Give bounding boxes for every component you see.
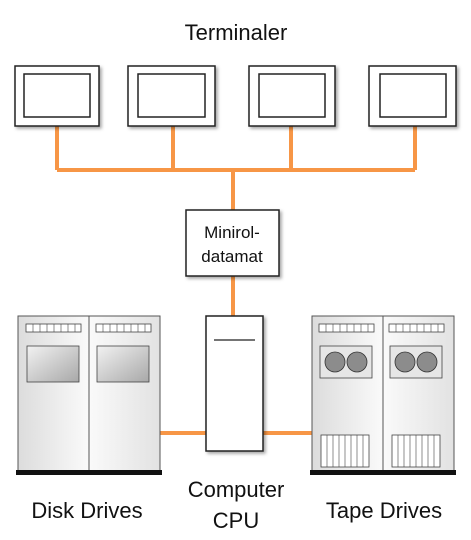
tape-reel-icon — [394, 351, 416, 373]
cpu-label-line1: Computer — [188, 477, 285, 502]
tape-reel-icon — [346, 351, 368, 373]
connection-lines — [55, 126, 417, 435]
terminal-3 — [248, 65, 336, 127]
cpu-label-line2: CPU — [213, 508, 259, 533]
disk-window-right — [96, 345, 150, 383]
terminal-4 — [368, 65, 457, 127]
computer-cpu — [205, 315, 264, 452]
terminals-title: Terminaler — [185, 20, 288, 45]
disk-window-left — [26, 345, 80, 383]
minicomputer-label-line1: Minirol- — [204, 223, 260, 242]
tape-drives — [310, 315, 456, 475]
tape-drives-label: Tape Drives — [326, 498, 442, 523]
terminal-1 — [14, 65, 100, 127]
minicomputer: Minirol- datamat — [185, 209, 280, 277]
tape-reel-icon — [416, 351, 438, 373]
disk-drives — [16, 315, 162, 475]
tape-reel-icon — [324, 351, 346, 373]
terminal-2 — [127, 65, 216, 127]
disk-drives-label: Disk Drives — [31, 498, 142, 523]
minicomputer-label-line2: datamat — [201, 247, 263, 266]
